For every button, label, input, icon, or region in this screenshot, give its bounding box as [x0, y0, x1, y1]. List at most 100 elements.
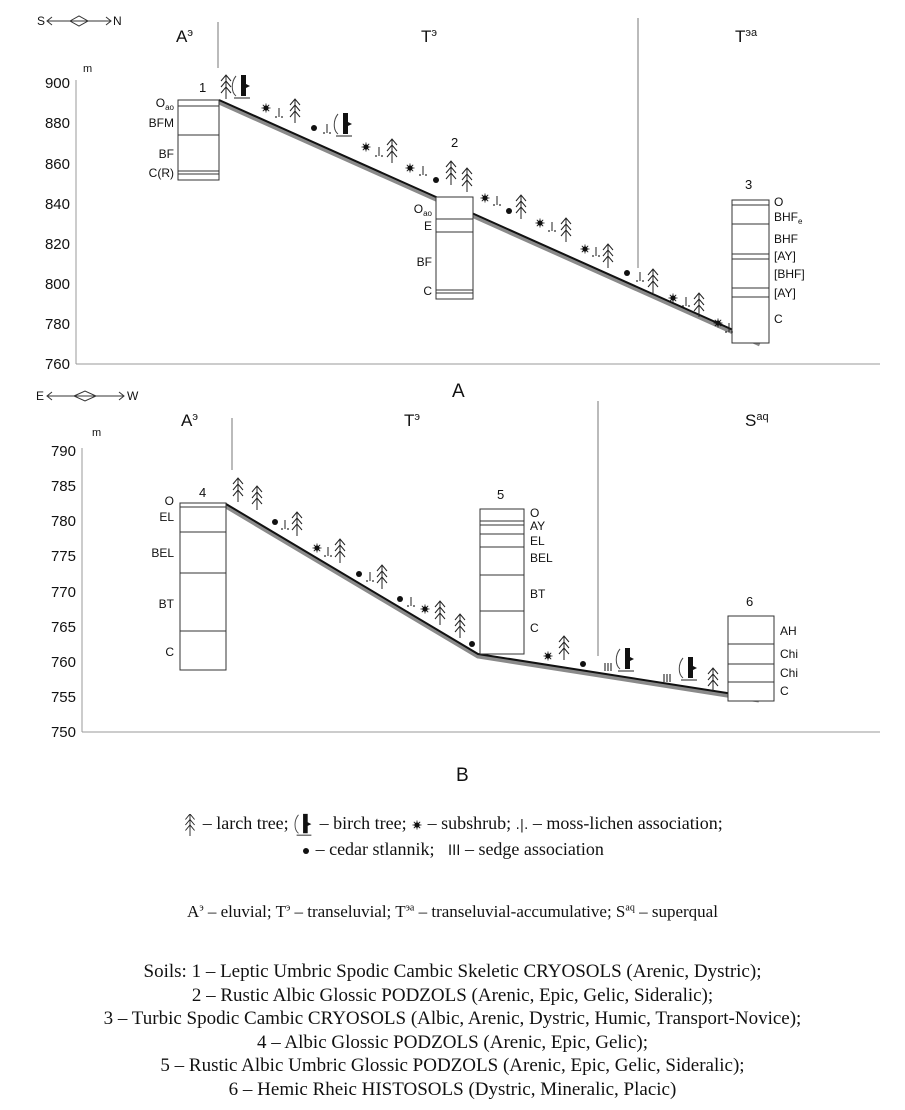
horizon-label: C	[530, 621, 539, 635]
soil-entry-2: 2 – Rustic Albic Glossic PODZOLS (Arenic…	[191, 984, 714, 1006]
horizon-label: O	[165, 494, 174, 508]
horizon-label: BF	[159, 147, 174, 161]
larch-tree-icon	[558, 635, 570, 661]
horizon-label: Chi	[780, 666, 798, 680]
soil-entry-6: 6 – Hemic Rheic HISTOSOLS (Dystric, Mine…	[228, 1078, 677, 1100]
profile-number: 5	[497, 487, 504, 502]
horizon-label: BF	[417, 255, 432, 269]
orientation-arrow-icon	[46, 390, 125, 402]
orientation-left-label: S	[37, 14, 45, 28]
horizon-label: Oao	[414, 202, 433, 218]
orientation-arrow-icon	[46, 15, 112, 27]
horizon-label: C(R)	[149, 166, 174, 180]
soil-column	[731, 199, 770, 344]
y-axis-unit-b: m	[92, 427, 101, 439]
subshrub-icon	[361, 142, 371, 152]
horizon-label: BT	[159, 597, 175, 611]
vegetation-legend-row-2: – cedar stlannik; III – sedge associatio…	[0, 839, 905, 860]
cedar-stlannik-icon	[303, 847, 310, 854]
cedar-stlannik-icon	[397, 596, 403, 602]
moss-lichen-icon	[274, 107, 284, 119]
moss-lichen-icon	[418, 165, 428, 177]
terrain-surface-a	[218, 99, 761, 343]
larch-tree-icon	[560, 217, 572, 243]
y-ticks-b: 790 785 780 775 770 765 760 755 750	[51, 443, 76, 741]
horizon-label: Oao	[156, 96, 175, 112]
soil-profile-4: 4 O EL BEL BT C	[151, 485, 227, 671]
soils-legend: Soils: 1 – Leptic Umbric Spodic Cambic S…	[0, 960, 905, 1101]
birch-tree-icon	[333, 112, 353, 137]
legend-birch-label: – birch tree;	[319, 813, 407, 834]
soil-column	[435, 196, 474, 300]
horizon-label: [AY]	[774, 249, 796, 263]
y-tick: 840	[45, 196, 70, 213]
sedge-icon: III	[448, 843, 461, 859]
larch-tree-icon	[461, 167, 473, 193]
subshrub-icon	[261, 103, 271, 113]
horizon-label: AH	[780, 624, 797, 638]
vegetation-legend-row-1: – larch tree; – birch tree; – subshrub; …	[0, 813, 905, 837]
horizon-label: BEL	[151, 546, 174, 560]
landscape-legend: Aэ – eluvial; Tэ – transeluvial; Tэа – t…	[0, 902, 905, 922]
vegetation-a	[220, 74, 734, 334]
soil-column	[179, 502, 227, 671]
y-tick: 775	[51, 548, 76, 565]
birch-tree-icon	[294, 813, 313, 836]
zone-a-eluvial: Aэ	[176, 27, 193, 46]
subshrub-icon	[420, 604, 430, 614]
subshrub-icon	[668, 293, 678, 303]
horizon-label: E	[424, 219, 432, 233]
soil-profile-6: 6 AH Chi Chi C	[727, 594, 798, 702]
horizon-label: BHF	[774, 232, 798, 246]
terrain-surface-shadow-b	[224, 503, 760, 703]
moss-lichen-icon	[322, 123, 332, 135]
larch-tree-icon	[445, 160, 457, 186]
legend-cedar-label: – cedar stlannik;	[315, 839, 435, 859]
moss-lichen-icon	[406, 596, 416, 608]
larch-tree-icon	[232, 477, 244, 503]
horizon-label: C	[165, 645, 174, 659]
moss-lichen-icon: .|.	[515, 818, 529, 834]
larch-tree-icon	[647, 268, 659, 294]
subshrub-icon	[543, 651, 553, 661]
soil-entry-4: 4 – Albic Glossic PODZOLS (Arenic, Epic,…	[256, 1031, 648, 1053]
horizon-label: EL	[159, 510, 174, 524]
horizon-label: C	[780, 684, 789, 698]
horizon-label: O	[530, 506, 539, 520]
legend-larch-label: – larch tree;	[202, 813, 289, 834]
terrain-surface-b	[225, 503, 760, 699]
horizon-label: AY	[530, 519, 545, 533]
horizon-label: C	[774, 312, 783, 326]
y-tick: 750	[51, 724, 76, 741]
cedar-stlannik-icon	[311, 125, 317, 131]
moss-lichen-icon	[323, 546, 333, 558]
zone-b-transeluvial: Tэ	[404, 411, 420, 430]
horizon-label: O	[774, 195, 783, 209]
soil-column	[479, 508, 525, 655]
moss-lichen-icon	[547, 221, 557, 233]
soil-column	[177, 99, 220, 181]
panel-label-b: B	[456, 765, 469, 786]
horizon-label: C	[423, 284, 432, 298]
larch-tree-icon	[376, 564, 388, 590]
orientation-right-label: W	[127, 389, 139, 403]
subshrub-icon	[412, 820, 423, 830]
cedar-stlannik-icon	[356, 571, 362, 577]
larch-tree-icon	[515, 194, 527, 220]
sedge-icon	[604, 662, 612, 672]
y-tick: 760	[45, 356, 70, 373]
y-tick: 900	[45, 75, 70, 92]
subshrub-icon	[535, 218, 545, 228]
horizon-label: EL	[530, 534, 545, 548]
orientation-indicator-a: S N	[37, 14, 122, 28]
soil-column	[727, 615, 775, 702]
y-tick: 755	[51, 689, 76, 706]
y-tick: 860	[45, 156, 70, 173]
soil-entry-5: 5 – Rustic Albic Umbric Glossic PODZOLS …	[160, 1055, 745, 1076]
panel-label-a: A	[452, 381, 465, 402]
terrain-surface-shadow-a	[217, 99, 762, 347]
cedar-stlannik-icon	[433, 177, 439, 183]
larch-tree-icon	[289, 98, 301, 124]
y-tick: 780	[51, 513, 76, 530]
